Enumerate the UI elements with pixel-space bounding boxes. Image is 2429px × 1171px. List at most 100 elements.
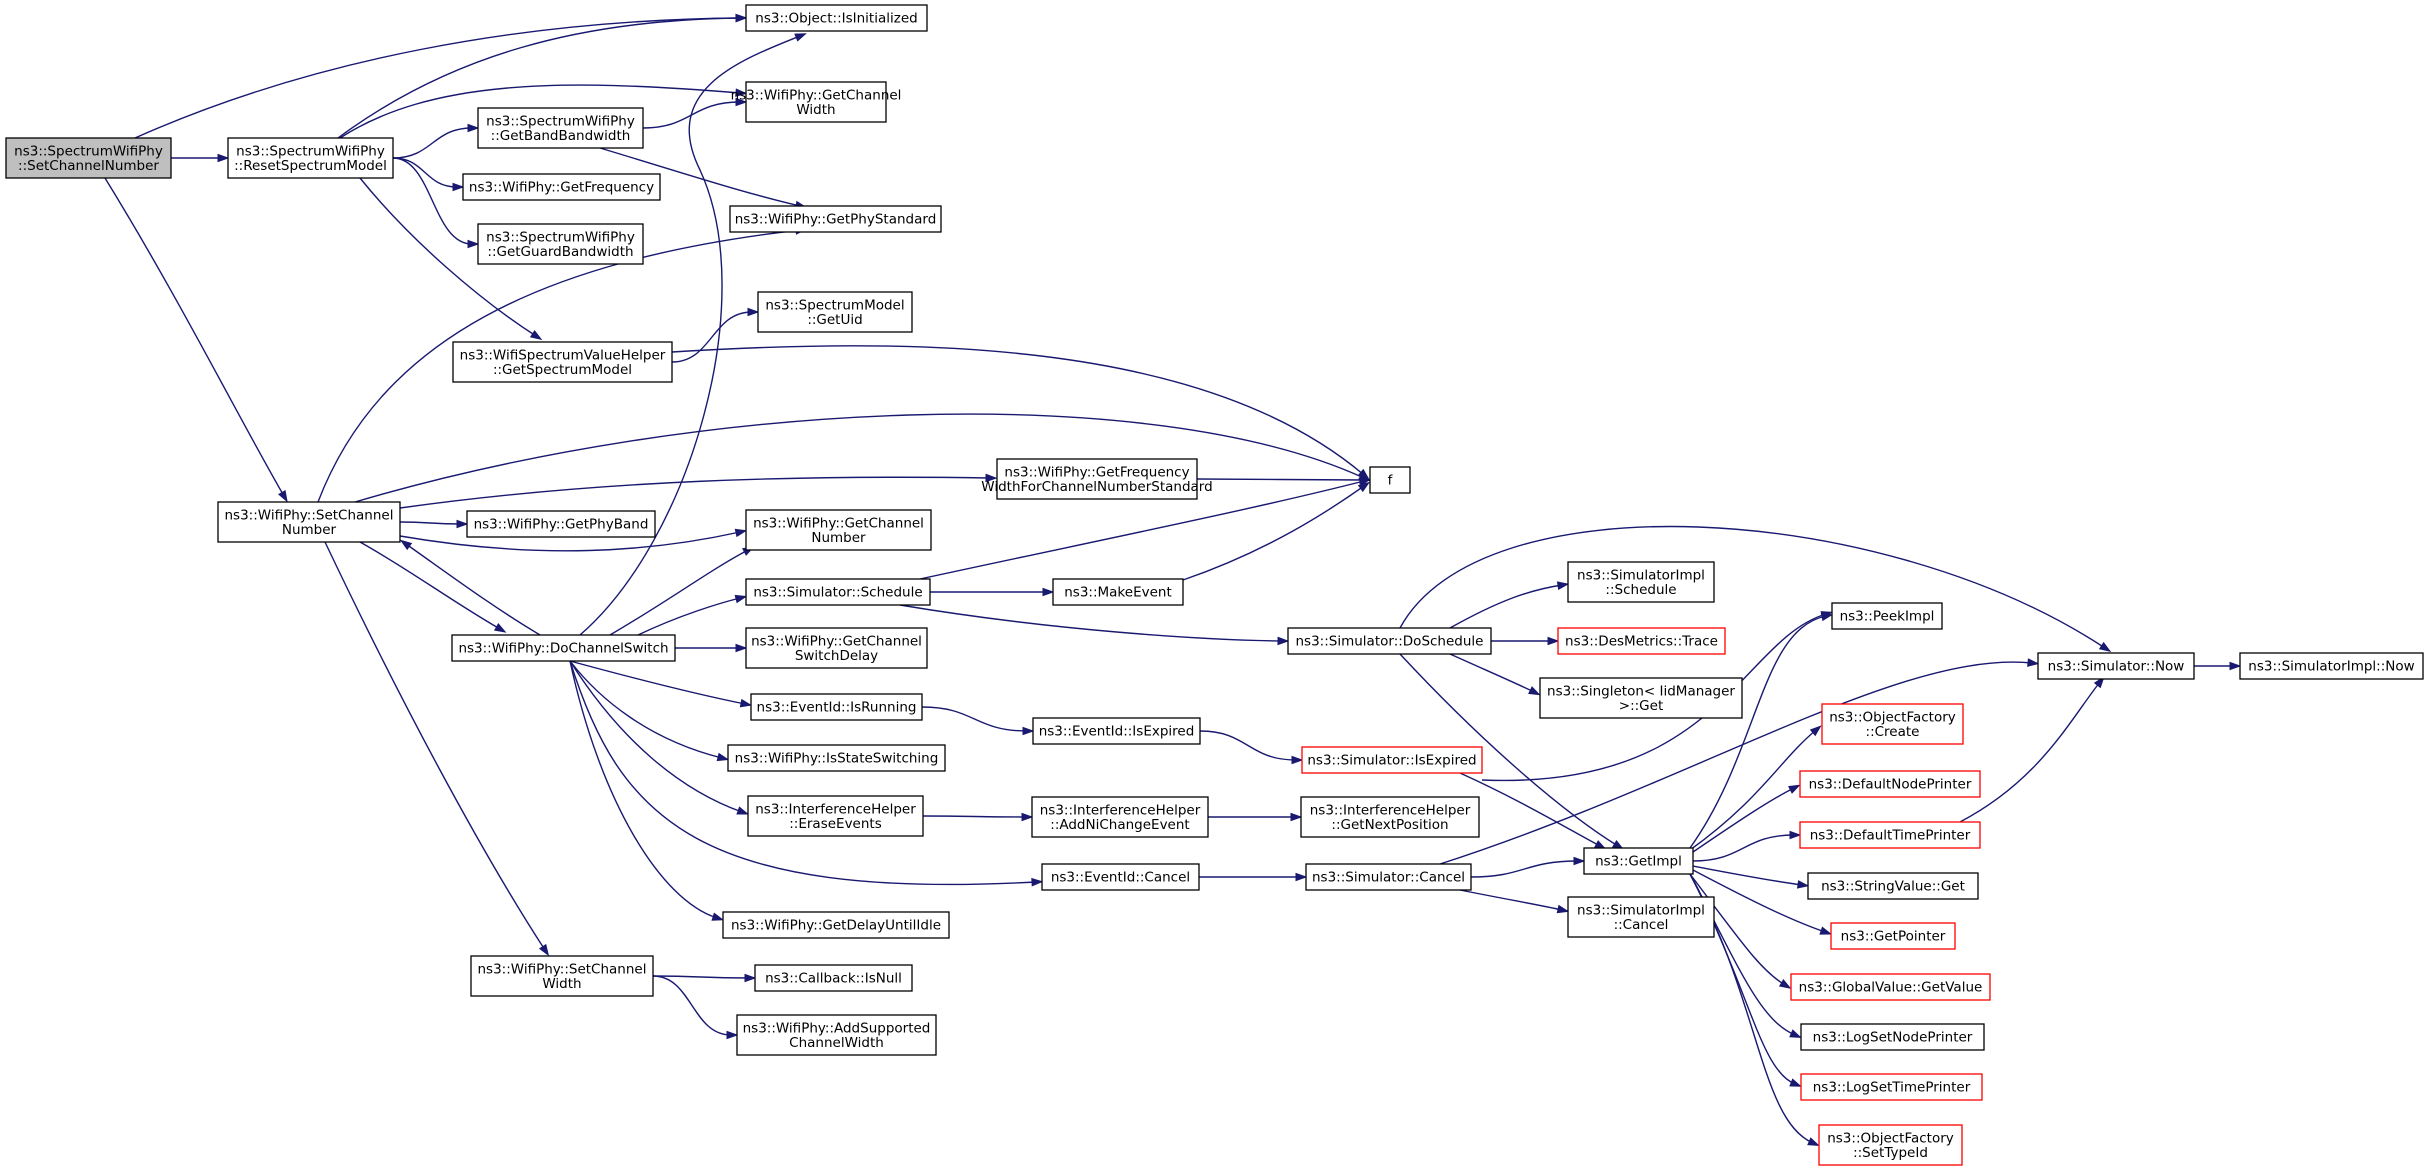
node-ns3-wifiphy-getphystandard[interactable]: ns3::WifiPhy::GetPhyStandard xyxy=(729,205,942,233)
node-ns3-wifiphy-getfrequency[interactable]: ns3::WifiPhy::GetFrequency xyxy=(462,173,661,201)
edge-getimpl-to-peekimpl xyxy=(1689,615,1827,849)
node-label: Number xyxy=(282,522,337,538)
edge-arrowhead xyxy=(1295,872,1308,882)
node-f[interactable]: f xyxy=(1369,466,1411,494)
node-ns3-wifiphy-getphyband[interactable]: ns3::WifiPhy::GetPhyBand xyxy=(466,510,656,538)
node-box xyxy=(745,578,931,606)
node-box xyxy=(1305,863,1472,891)
node-ns3-simulator-doschedule[interactable]: ns3::Simulator::DoSchedule xyxy=(1287,627,1492,655)
node-ns3-makeevent[interactable]: ns3::MakeEvent xyxy=(1052,578,1184,606)
node-ns3-simulator-cancel[interactable]: ns3::Simulator::Cancel xyxy=(1305,863,1472,891)
node-label: ns3::InterferenceHelper xyxy=(1310,802,1471,818)
node-box xyxy=(1830,922,1956,950)
node-box xyxy=(1300,796,1480,838)
node-label: ns3::DefaultNodePrinter xyxy=(1809,777,1972,793)
edge-arrowhead xyxy=(735,88,748,97)
node-ns3-simulatorimpl-now[interactable]: ns3::SimulatorImpl::Now xyxy=(2239,652,2424,680)
node-ns3-simulator-isexpired[interactable]: ns3::Simulator::IsExpired xyxy=(1301,746,1483,774)
node-ns3-simulator-now[interactable]: ns3::Simulator::Now xyxy=(2037,652,2195,680)
node-label: Width xyxy=(796,102,835,118)
node-box xyxy=(5,137,172,179)
node-box xyxy=(1821,703,1964,745)
node-ns3-singleton-iidmanager-get[interactable]: ns3::Singleton< IidManager>::Get xyxy=(1539,677,1743,719)
node-label: ns3::SimulatorImpl::Now xyxy=(2248,659,2414,675)
node-ns3-interferencehelper-getnextposition[interactable]: ns3::InterferenceHelper::GetNextPosition xyxy=(1300,796,1480,838)
node-label: ns3::Callback::IsNull xyxy=(765,971,902,987)
node-ns3-wifispectrumvaluehelper-getspectrummodel[interactable]: ns3::WifiSpectrumValueHelper::GetSpectru… xyxy=(452,341,673,383)
node-ns3-wifiphy-getdelayuntilidle[interactable]: ns3::WifiPhy::GetDelayUntilIdle xyxy=(722,911,950,939)
node-ns3-logsetnodeprinter[interactable]: ns3::LogSetNodePrinter xyxy=(1800,1023,1985,1051)
edge-arrowhead xyxy=(744,973,757,983)
node-ns3-wifiphy-isstateswitching[interactable]: ns3::WifiPhy::IsStateSwitching xyxy=(727,744,946,772)
node-box xyxy=(1807,872,1979,900)
call-nodes: ns3::SpectrumWifiPhy::SetChannelNumberns… xyxy=(5,4,2424,1166)
edge-arrowhead xyxy=(1357,481,1371,493)
edge-dochsw-to-isinit xyxy=(579,35,801,636)
node-label: ns3::Simulator::DoSchedule xyxy=(1296,634,1484,650)
node-ns3-spectrummodel-getuid[interactable]: ns3::SpectrumModel::GetUid xyxy=(757,291,913,333)
edge-simcancel-to-simnow xyxy=(1439,661,2033,865)
node-ns3-logsettimeprinter[interactable]: ns3::LogSetTimePrinter xyxy=(1800,1073,1983,1101)
node-ns3-peekimpl[interactable]: ns3::PeekImpl xyxy=(1831,602,1943,630)
node-ns3-spectrumwifiphy-getguardbandwidth[interactable]: ns3::SpectrumWifiPhy::GetGuardBandwidth xyxy=(477,223,644,265)
node-ns3-globalvalue-getvalue[interactable]: ns3::GlobalValue::GetValue xyxy=(1790,973,1991,1001)
node-label: ::Cancel xyxy=(1614,917,1669,933)
node-ns3-defaultnodeprinter[interactable]: ns3::DefaultNodePrinter xyxy=(1799,770,1981,798)
node-ns3-objectfactory-create[interactable]: ns3::ObjectFactory::Create xyxy=(1821,703,1964,745)
node-ns3-interferencehelper-eraseevents[interactable]: ns3::InterferenceHelper::EraseEvents xyxy=(747,795,924,837)
node-box xyxy=(745,509,932,551)
node-ns3-spectrumwifiphy-resetspectrummodel[interactable]: ns3::SpectrumWifiPhy::ResetSpectrumModel xyxy=(227,137,394,179)
node-ns3-interferencehelper-addnichangeevent[interactable]: ns3::InterferenceHelper::AddNiChangeEven… xyxy=(1031,796,1209,838)
node-label: ns3::InterferenceHelper xyxy=(1040,802,1201,818)
edge-arrowhead xyxy=(1022,726,1035,736)
edge-arrowhead xyxy=(1778,978,1792,989)
node-ns3-stringvalue-get[interactable]: ns3::StringValue::Get xyxy=(1807,872,1979,900)
node-box xyxy=(1052,578,1184,606)
node-ns3-getimpl[interactable]: ns3::GetImpl xyxy=(1583,847,1694,875)
node-box xyxy=(1032,717,1201,745)
node-ns3-wifiphy-getfrequency-widthforchannelnumberstandard[interactable]: ns3::WifiPhy::GetFrequencyWidthForChanne… xyxy=(981,458,1213,500)
node-box xyxy=(451,634,676,662)
node-ns3-getpointer[interactable]: ns3::GetPointer xyxy=(1830,922,1956,950)
node-label: WidthForChannelNumberStandard xyxy=(981,479,1212,495)
node-label: ns3::WifiPhy::AddSupported xyxy=(743,1020,931,1036)
edge-arrowhead xyxy=(2093,676,2105,689)
edge-dochsw-to-isrunning xyxy=(569,660,746,705)
node-ns3-defaulttimeprinter[interactable]: ns3::DefaultTimePrinter xyxy=(1799,821,1981,849)
node-label: ns3::DesMetrics::Trace xyxy=(1565,634,1718,650)
node-ns3-wifiphy-dochannelswitch[interactable]: ns3::WifiPhy::DoChannelSwitch xyxy=(451,634,676,662)
node-label: ns3::Simulator::Now xyxy=(2048,659,2185,675)
edge-arrowhead xyxy=(735,643,748,653)
node-label: ns3::WifiPhy::GetChannel xyxy=(731,87,902,103)
node-label: ns3::Object::IsInitialized xyxy=(755,11,917,27)
node-label: ::GetSpectrumModel xyxy=(493,362,632,378)
node-box xyxy=(477,107,644,149)
node-box xyxy=(747,795,924,837)
edge-arrowhead xyxy=(1290,812,1303,822)
node-ns3-eventid-isexpired[interactable]: ns3::EventId::IsExpired xyxy=(1032,717,1201,745)
node-ns3-spectrumwifiphy-setchannelnumber[interactable]: ns3::SpectrumWifiPhy::SetChannelNumber xyxy=(5,137,172,179)
node-ns3-simulator-schedule[interactable]: ns3::Simulator::Schedule xyxy=(745,578,931,606)
node-label: ::GetBandBandwidth xyxy=(491,128,631,144)
node-ns3-simulatorimpl-cancel[interactable]: ns3::SimulatorImpl::Cancel xyxy=(1567,896,1715,938)
node-box xyxy=(745,4,928,32)
node-ns3-eventid-isrunning[interactable]: ns3::EventId::IsRunning xyxy=(750,693,923,721)
node-ns3-wifiphy-setchannel-number[interactable]: ns3::WifiPhy::SetChannelNumber xyxy=(217,501,401,543)
node-ns3-desmetrics-trace[interactable]: ns3::DesMetrics::Trace xyxy=(1557,627,1726,655)
node-label: ::Schedule xyxy=(1605,582,1676,598)
node-label: ns3::SimulatorImpl xyxy=(1577,902,1705,918)
node-ns3-objectfactory-settypeid[interactable]: ns3::ObjectFactory::SetTypeId xyxy=(1818,1124,1963,1166)
node-ns3-object-isinitialized[interactable]: ns3::Object::IsInitialized xyxy=(745,4,928,32)
node-ns3-eventid-cancel[interactable]: ns3::EventId::Cancel xyxy=(1041,863,1200,891)
node-ns3-spectrumwifiphy-getbandbandwidth[interactable]: ns3::SpectrumWifiPhy::GetBandBandwidth xyxy=(477,107,644,149)
node-label: ns3::EventId::Cancel xyxy=(1051,870,1190,886)
node-ns3-callback-isnull[interactable]: ns3::Callback::IsNull xyxy=(754,964,913,992)
node-box xyxy=(1301,746,1483,774)
node-ns3-simulatorimpl-schedule[interactable]: ns3::SimulatorImpl::Schedule xyxy=(1567,561,1715,603)
edge-arrowhead xyxy=(2098,641,2112,653)
